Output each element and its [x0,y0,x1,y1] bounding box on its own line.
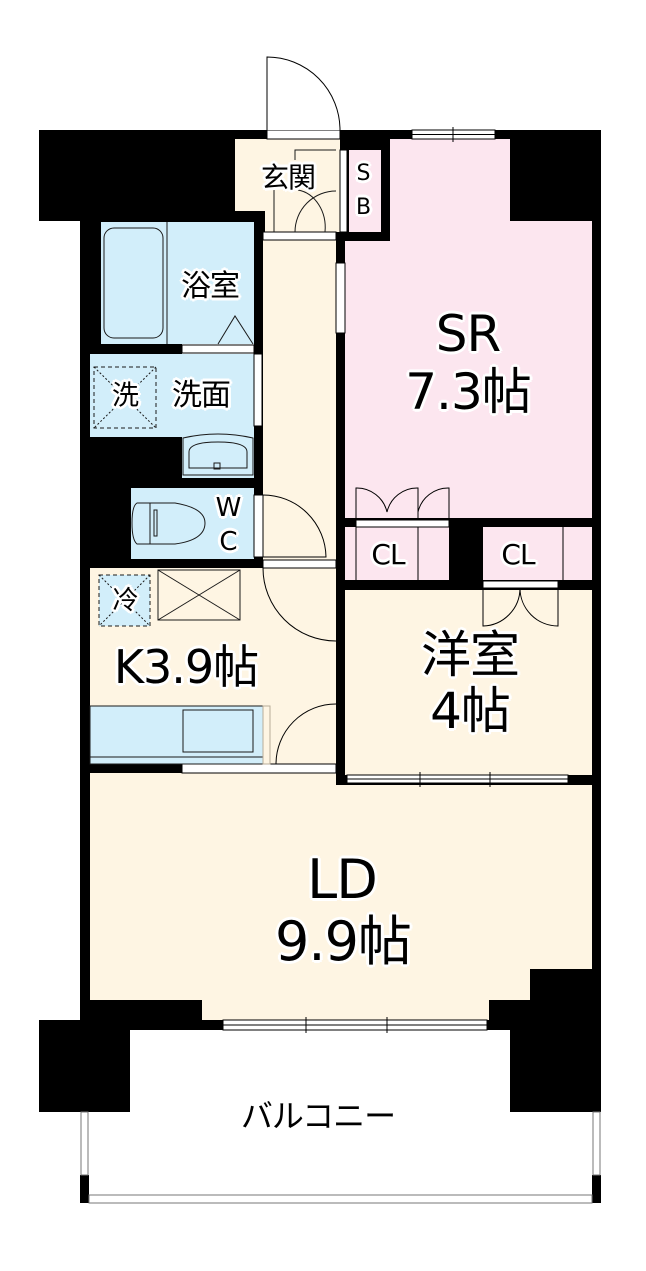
entrance-floor [235,139,340,232]
closet-right-label: CL [501,538,535,571]
service-room-floor [345,139,592,518]
shoe-box-label-s: S [356,161,371,186]
kitchen-counter [89,705,264,765]
service-room-size: 7.3帖 [405,363,532,421]
balcony-rail-bottom [88,1194,593,1204]
entrance-label: 玄関 [260,161,316,194]
shoe-box-label-b: B [355,195,371,220]
living-dining-label: LD [307,848,378,911]
fridge-label: 冷 [112,586,138,616]
kitchen-storage [157,569,241,621]
closet-left-label: CL [371,538,405,571]
entrance-door-swing [266,56,341,131]
entrance-door-frame [266,129,341,140]
shoe-box-floor [349,150,381,232]
vanity-floor [182,434,254,478]
balcony-rail-left [80,1111,89,1176]
western-room-size: 4帖 [430,682,511,740]
washroom-floor [90,354,254,437]
vanity-sink [182,433,254,476]
toilet-bowl [131,502,206,545]
washer-label: 洗 [112,380,139,412]
balcony-label: バルコニー [240,1097,396,1135]
western-room-label: 洋室 [421,626,520,684]
closet-left-floor [345,527,452,580]
bathroom-label: 浴室 [181,269,240,304]
fixtures [89,149,337,765]
kitchen-sink [182,709,254,753]
toilet-label-w: W [215,493,242,523]
kitchen-label: K3.9帖 [113,640,259,694]
living-dining-floor [89,773,592,1020]
bathtub [103,227,164,339]
western-room-floor [345,590,592,775]
bathroom-floor [101,222,254,344]
toilet-floor [131,488,254,559]
washroom-label: 洗面 [172,378,231,413]
service-room-label: SR [435,305,501,363]
washing-machine-space [93,366,157,429]
toilet-label-c: C [219,527,237,557]
closet-right-floor [483,527,592,580]
balcony-rail-right [592,1111,601,1176]
living-dining-size: 9.9帖 [275,910,412,973]
openings [80,56,601,1204]
